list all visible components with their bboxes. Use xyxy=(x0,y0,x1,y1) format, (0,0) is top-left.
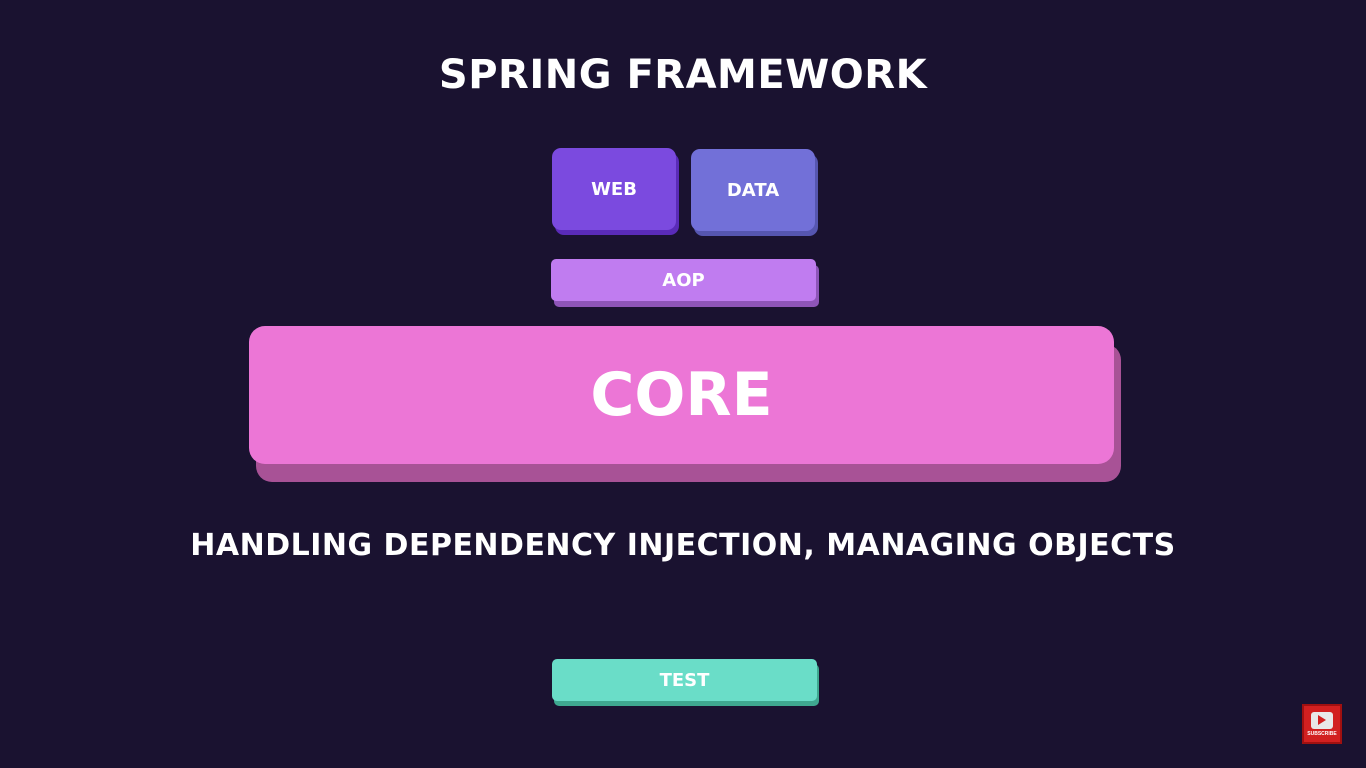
aop-module-label: AOP xyxy=(662,269,705,291)
test-module-block: TEST xyxy=(552,659,817,701)
aop-module-block: AOP xyxy=(551,259,816,301)
subscribe-button[interactable]: SUBSCRIBE xyxy=(1302,704,1342,744)
data-module-label: DATA xyxy=(726,179,780,201)
core-module-block: CORE xyxy=(249,326,1114,464)
data-module-block: DATA xyxy=(691,149,815,231)
youtube-play-icon xyxy=(1311,711,1333,729)
subscribe-label: SUBSCRIBE xyxy=(1307,730,1337,737)
core-module-label: CORE xyxy=(590,360,773,430)
core-description: HANDLING DEPENDENCY INJECTION, MANAGING … xyxy=(190,528,1176,563)
web-module-label: WEB xyxy=(591,178,637,200)
diagram-title: SPRING FRAMEWORK xyxy=(438,52,928,98)
test-module-label: TEST xyxy=(659,669,710,691)
web-module-block: WEB xyxy=(552,148,676,230)
